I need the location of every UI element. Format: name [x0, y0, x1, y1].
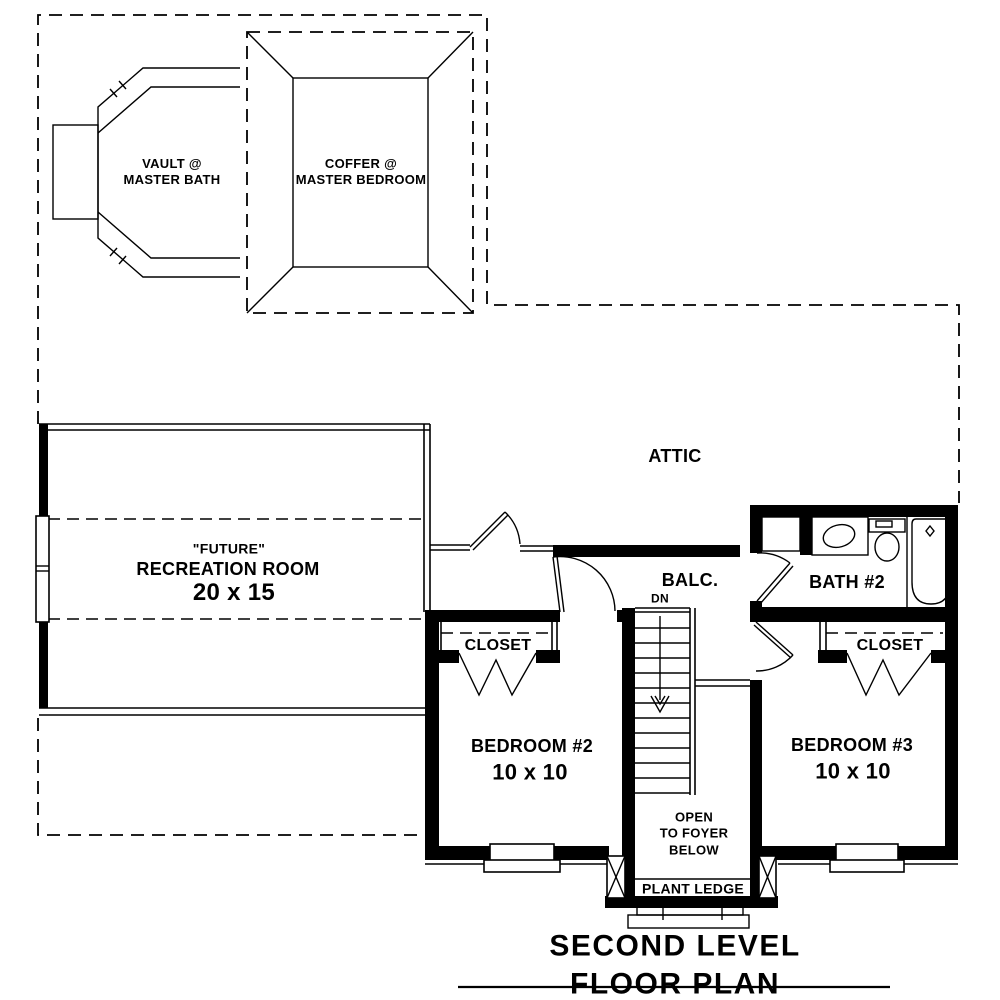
bedroom2-closet-label: CLOSET: [464, 637, 532, 654]
toilet-icon: [868, 518, 906, 562]
coffer-outline: [246, 31, 474, 314]
vault-outline: [52, 67, 240, 278]
windows: [35, 515, 958, 873]
bath-fixtures: [761, 516, 951, 607]
closet-partitions: [435, 622, 943, 652]
bedroom3-dimensions-label: 10 x 10: [815, 758, 891, 784]
stairs-dn-label: DN: [651, 591, 669, 606]
doors: [469, 511, 794, 672]
plant-ledge-structure: [627, 878, 750, 929]
vanity: [811, 516, 869, 556]
recreation-qualifier-label: "FUTURE": [192, 540, 266, 557]
open-to-foyer-label: OPEN TO FOYER BELOW: [659, 809, 729, 858]
bath2-label: BATH #2: [809, 571, 885, 592]
page-title: SECOND LEVEL FLOOR PLAN: [549, 929, 801, 1000]
recreation-room-label: RECREATION ROOM: [136, 558, 320, 579]
columns: [606, 855, 777, 899]
balcony-label: BALC.: [661, 569, 719, 590]
vault-label: VAULT @ MASTER BATH: [123, 155, 221, 187]
bedroom2-label: BEDROOM #2: [470, 735, 594, 756]
linen-closet: [761, 516, 801, 552]
bedroom3-label: BEDROOM #3: [790, 734, 914, 755]
bathtub-icon: [911, 518, 951, 605]
closet-bifold-doors: [458, 652, 932, 697]
bedroom2-dimensions-label: 10 x 10: [492, 759, 568, 785]
stairs: [635, 607, 750, 795]
sink-icon: [822, 523, 856, 549]
coffer-label: COFFER @ MASTER BEDROOM: [295, 155, 427, 187]
column-x-right: [758, 855, 777, 899]
recreation-room-walls: [39, 423, 553, 716]
attic-boundary: [37, 14, 960, 836]
bedroom3-closet-label: CLOSET: [856, 637, 924, 654]
attic-label: ATTIC: [648, 445, 702, 466]
plant-ledge-label: PLANT LEDGE: [641, 880, 745, 897]
column-x-left: [606, 855, 626, 899]
recreation-dimensions-label: 20 x 15: [192, 579, 276, 606]
